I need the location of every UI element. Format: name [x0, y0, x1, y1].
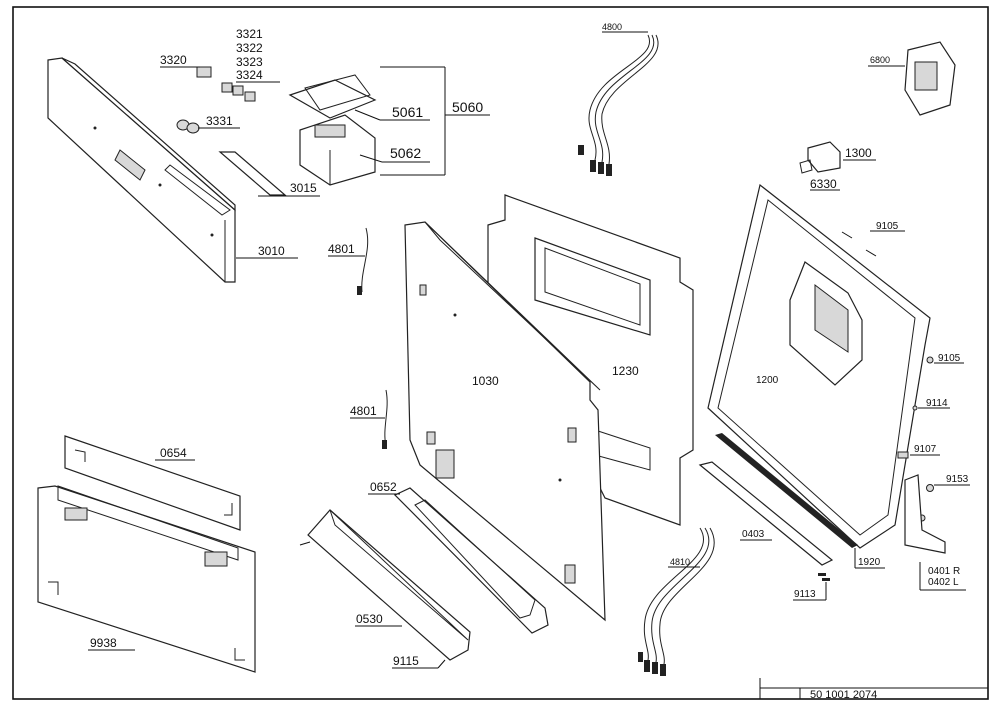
label-6800: 6800: [870, 55, 890, 65]
seal-and-rail-parts: [698, 433, 858, 581]
handle-0652-part: [393, 487, 549, 634]
label-3323: 3323: [236, 55, 263, 69]
label-9105-right: 9105: [938, 353, 961, 364]
display-strip-part: [218, 151, 287, 196]
label-0530: 0530: [356, 612, 383, 626]
outer-door-1200-part: [707, 183, 931, 549]
harness-4800-part: [578, 34, 659, 176]
label-3331: 3331: [206, 114, 233, 128]
label-3321: 3321: [236, 27, 263, 41]
plate-0654-part: [64, 435, 241, 531]
door-lock-part: [904, 41, 956, 116]
label-5060: 5060: [452, 99, 483, 115]
label-3015: 3015: [290, 181, 317, 195]
plate-9938-part: [37, 485, 256, 673]
label-0403: 0403: [742, 529, 765, 540]
label-0652: 0652: [370, 480, 397, 494]
footer-code-box: [759, 678, 988, 699]
label-3010: 3010: [258, 244, 285, 258]
label-3320: 3320: [160, 53, 187, 67]
label-3322: 3322: [236, 41, 263, 55]
sheet-frame: [12, 6, 989, 700]
label-6330: 6330: [810, 177, 837, 191]
label-9113: 9113: [794, 589, 816, 600]
switch-part: [799, 141, 841, 174]
hinge-part: [904, 474, 946, 554]
control-panel-part: [47, 57, 236, 283]
label-5062: 5062: [390, 145, 421, 161]
label-0654: 0654: [160, 446, 187, 460]
electronic-module-parts: [288, 74, 377, 186]
label-1920: 1920: [858, 557, 881, 568]
label-0402-l: 0402 L: [928, 577, 959, 588]
cable-4801-parts: [357, 227, 388, 449]
label-1200: 1200: [756, 375, 779, 386]
footer-code: 50 1001 2074: [810, 689, 877, 701]
label-9114: 9114: [926, 398, 948, 409]
button-parts: [176, 66, 256, 134]
label-9938: 9938: [90, 636, 117, 650]
harness-4810-part: [638, 527, 715, 676]
label-0401-r: 0401 R: [928, 566, 960, 577]
label-4801-top: 4801: [328, 242, 355, 256]
label-1230: 1230: [612, 364, 639, 378]
label-1030: 1030: [472, 374, 499, 388]
label-9107: 9107: [914, 444, 937, 455]
leader-lines: [88, 31, 970, 669]
label-4801-bottom: 4801: [350, 404, 377, 418]
label-5061: 5061: [392, 104, 423, 120]
label-4800: 4800: [602, 22, 622, 32]
label-9153: 9153: [946, 474, 969, 485]
label-9115: 9115: [393, 654, 419, 668]
label-4810: 4810: [670, 557, 690, 567]
label-9105-top: 9105: [876, 221, 899, 232]
inner-door-1030-part: [404, 221, 606, 622]
label-1300: 1300: [845, 146, 872, 160]
part-labels: 3320 3321 3322 3323 3324 3331 5060 5061 …: [90, 22, 969, 701]
trim-0530-part: [299, 509, 471, 661]
label-3324: 3324: [236, 68, 263, 82]
